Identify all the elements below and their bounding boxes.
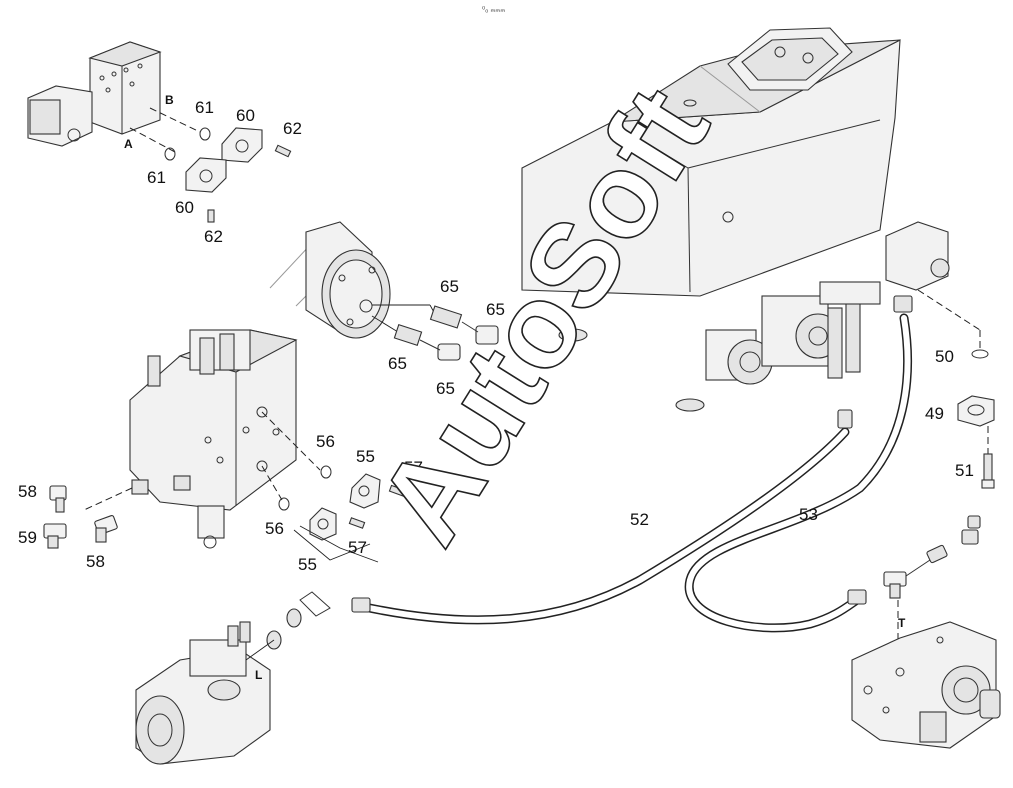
callout-58-right: 58 bbox=[86, 552, 105, 571]
callout-61-bottom: 61 bbox=[147, 168, 166, 187]
oring-56-lower bbox=[278, 497, 290, 511]
flange-49 bbox=[957, 395, 995, 427]
port-a-label: A bbox=[124, 137, 133, 151]
port-b-label: B bbox=[165, 93, 174, 107]
fitting-65-upper bbox=[429, 305, 499, 345]
main-control-valve bbox=[129, 329, 298, 549]
callout-59: 59 bbox=[18, 528, 37, 547]
bolt-57-upper bbox=[388, 484, 408, 498]
callout-57-lower: 57 bbox=[348, 538, 367, 557]
callout-62-bottom: 62 bbox=[204, 227, 223, 246]
callout-55-upper: 55 bbox=[356, 447, 375, 466]
oring-61-bottom bbox=[164, 147, 176, 161]
hydraulic-pump bbox=[135, 621, 271, 765]
tank-side-block bbox=[885, 221, 950, 291]
bolt-62-bottom bbox=[207, 209, 215, 223]
elbow-fitting-58-right bbox=[94, 515, 118, 543]
callout-56-upper: 56 bbox=[316, 432, 335, 451]
tee-fitting-59 bbox=[43, 523, 67, 549]
callout-51: 51 bbox=[955, 461, 974, 480]
callout-60-top: 60 bbox=[236, 106, 255, 125]
hose-53 bbox=[684, 295, 913, 633]
pump-fitting-l bbox=[266, 591, 331, 650]
oring-50 bbox=[971, 349, 989, 359]
flange-60-bottom bbox=[185, 157, 227, 193]
bolt-62-top bbox=[274, 144, 292, 158]
bolt-57-lower bbox=[348, 517, 366, 529]
callout-49: 49 bbox=[925, 404, 944, 423]
bolt-51 bbox=[981, 453, 995, 489]
callout-62-top: 62 bbox=[283, 119, 302, 138]
callout-52: 52 bbox=[630, 510, 649, 529]
flange-55-upper bbox=[349, 473, 381, 509]
tee-fitting-t bbox=[883, 515, 981, 599]
hose-52 bbox=[351, 409, 853, 625]
hydraulic-tank bbox=[521, 27, 950, 412]
watermark-text: AutoSoft bbox=[352, 65, 734, 566]
tank-valve-stack bbox=[819, 281, 881, 379]
callout-57-upper: 57 bbox=[404, 458, 423, 477]
callout-65-left: 65 bbox=[388, 354, 407, 373]
callout-53: 53 bbox=[799, 505, 818, 524]
motor-cylinder bbox=[269, 221, 391, 339]
flange-55-lower bbox=[309, 507, 337, 541]
callout-58-left: 58 bbox=[18, 482, 37, 501]
callout-56-lower: 56 bbox=[265, 519, 284, 538]
port-l-label: L bbox=[255, 668, 262, 682]
oring-61-top bbox=[199, 127, 211, 141]
auxiliary-pump-valve bbox=[851, 621, 1001, 749]
directional-valve-block bbox=[27, 41, 162, 147]
callout-50: 50 bbox=[935, 347, 954, 366]
callout-65-bottom: 65 bbox=[436, 379, 455, 398]
callout-65-right: 65 bbox=[486, 300, 505, 319]
elbow-fitting-58-left bbox=[49, 485, 67, 513]
port-t-label: T bbox=[898, 616, 906, 630]
fitting-65-lower bbox=[393, 323, 461, 361]
callout-55-lower: 55 bbox=[298, 555, 317, 574]
flange-60-top bbox=[221, 127, 263, 163]
tank-pump-right bbox=[761, 295, 841, 367]
oring-56-upper bbox=[320, 465, 332, 479]
tank-pump-left bbox=[705, 329, 773, 385]
callout-65-top: 65 bbox=[440, 277, 459, 296]
header-mark: ⁰ₒ ₘₘₘ bbox=[482, 5, 505, 14]
callout-61-top: 61 bbox=[195, 98, 214, 117]
callout-60-bottom: 60 bbox=[175, 198, 194, 217]
